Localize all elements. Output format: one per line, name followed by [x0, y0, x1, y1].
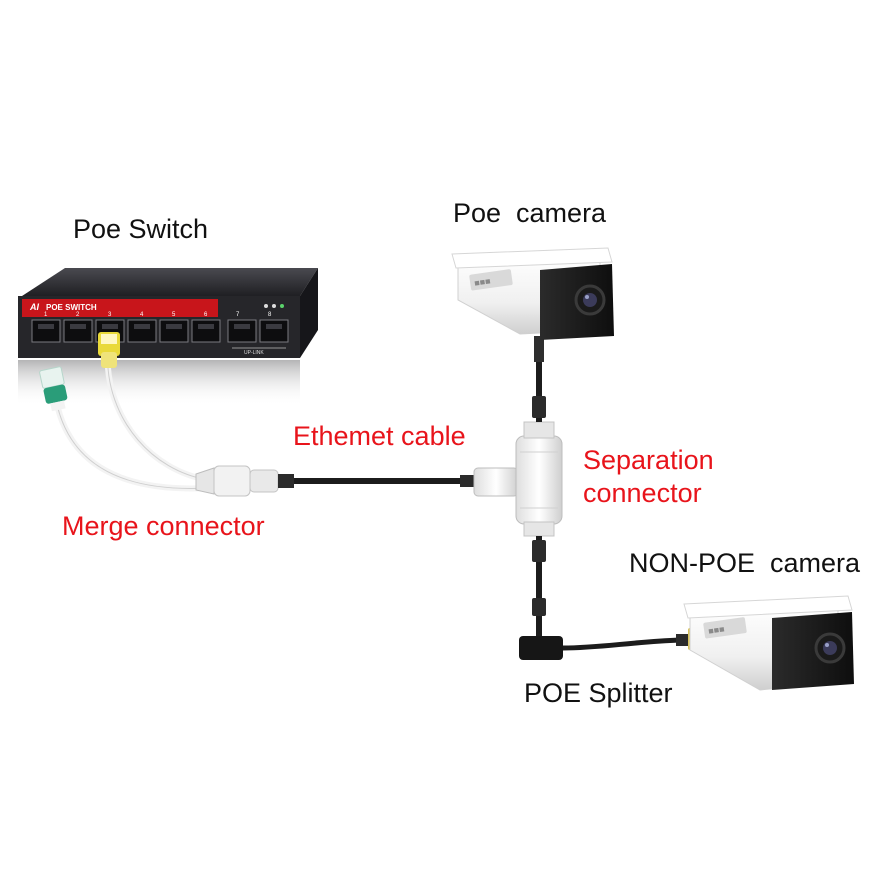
rj45-port[interactable]: [31, 319, 61, 343]
poe-switch-device: AI POE SWITCH 1 2 3 4 5 6 7 8: [18, 268, 318, 406]
non-poe-camera: ■■■: [683, 595, 854, 691]
ethernet-cable: [294, 475, 474, 487]
uplink-port[interactable]: [259, 319, 289, 343]
port-number: 2: [76, 312, 80, 318]
port-number: 3: [108, 312, 112, 318]
port-number: 5: [172, 312, 176, 318]
rj45-port[interactable]: [127, 319, 157, 343]
uplink-port[interactable]: [227, 319, 257, 343]
port-number: 8: [268, 312, 272, 318]
status-led: [264, 304, 268, 308]
switch-red-stripe: [22, 299, 218, 317]
non-poe-camera-label: NON-POE camera: [629, 548, 861, 578]
uplink-label: UP-LINK: [244, 350, 264, 356]
rj45-port[interactable]: [159, 319, 189, 343]
cable-to-poe-camera: [532, 336, 546, 422]
port-number: 7: [236, 312, 240, 318]
camera-badge: ■■■: [708, 624, 726, 636]
separation-connector-label-line1: Separation: [583, 445, 714, 475]
status-led: [272, 304, 276, 308]
poe-camera-label: Poe camera: [453, 198, 607, 228]
port-number: 1: [44, 312, 48, 318]
switch-brand-label: POE SWITCH: [46, 303, 97, 312]
separation-connector-label-line2: connector: [583, 478, 702, 508]
switch-side: [300, 268, 318, 358]
rj45-port[interactable]: [63, 319, 93, 343]
camera-badge: ■■■: [474, 276, 492, 288]
cable-to-splitter: [532, 536, 546, 640]
rj45-port[interactable]: [191, 319, 221, 343]
merge-connector: [39, 332, 294, 497]
ethernet-cable-label: Ethemet cable: [293, 421, 466, 451]
switch-top: [22, 268, 318, 296]
merge-connector-label: Merge connector: [62, 511, 265, 541]
poe-camera: ■■■: [451, 247, 614, 340]
port-number: 6: [204, 312, 208, 318]
port-number: 4: [140, 312, 144, 318]
switch-ai-mark: AI: [29, 302, 39, 312]
poe-switch-label: Poe Switch: [73, 214, 209, 244]
status-led: [280, 304, 284, 308]
separation-connector: [473, 421, 563, 537]
poe-splitter: [519, 628, 702, 660]
poe-splitter-label: POE Splitter: [524, 678, 673, 708]
yellow-rj45-plug: [98, 332, 120, 368]
green-rj45-plug: [39, 366, 68, 412]
